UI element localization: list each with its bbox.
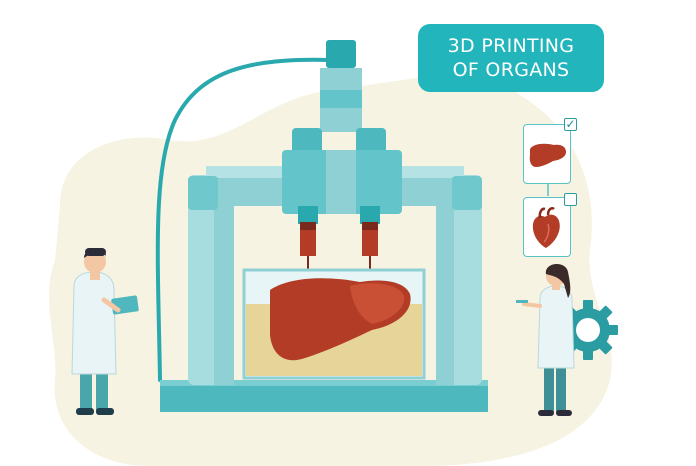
head-column-band — [320, 90, 362, 108]
heart-checkbox[interactable] — [564, 193, 577, 206]
title-badge: 3D PRINTING OF ORGANS — [418, 24, 604, 92]
head-block-mid — [326, 150, 356, 214]
title-line-1: 3D PRINTING — [447, 35, 575, 57]
left-corner-block — [188, 176, 218, 210]
liver-checkbox[interactable]: ✓ — [564, 117, 577, 131]
liver-icon — [529, 143, 566, 167]
left-head-cap — [292, 128, 322, 154]
female-scientist — [516, 263, 575, 416]
right-syringe — [362, 222, 378, 256]
printer-base-top — [160, 380, 488, 386]
right-nozzle-holder — [360, 206, 380, 224]
organ-card-liver[interactable] — [523, 124, 571, 184]
left-pillar-shade — [214, 175, 234, 385]
left-nozzle-holder — [298, 206, 318, 224]
organ-card-heart[interactable] — [523, 197, 571, 257]
right-syringe-tip — [362, 222, 378, 230]
right-head-cap — [356, 128, 386, 154]
printed-liver-highlight — [350, 283, 405, 324]
right-corner-block — [452, 176, 482, 210]
title-line-2: OF ORGANS — [452, 59, 570, 81]
heart-icon — [532, 207, 560, 248]
left-syringe-tip — [300, 222, 316, 230]
male-scientist — [71, 248, 139, 415]
head-cap — [326, 40, 356, 68]
right-pillar-shade — [436, 175, 454, 385]
bioink-tube — [155, 57, 332, 382]
left-syringe — [300, 222, 316, 256]
